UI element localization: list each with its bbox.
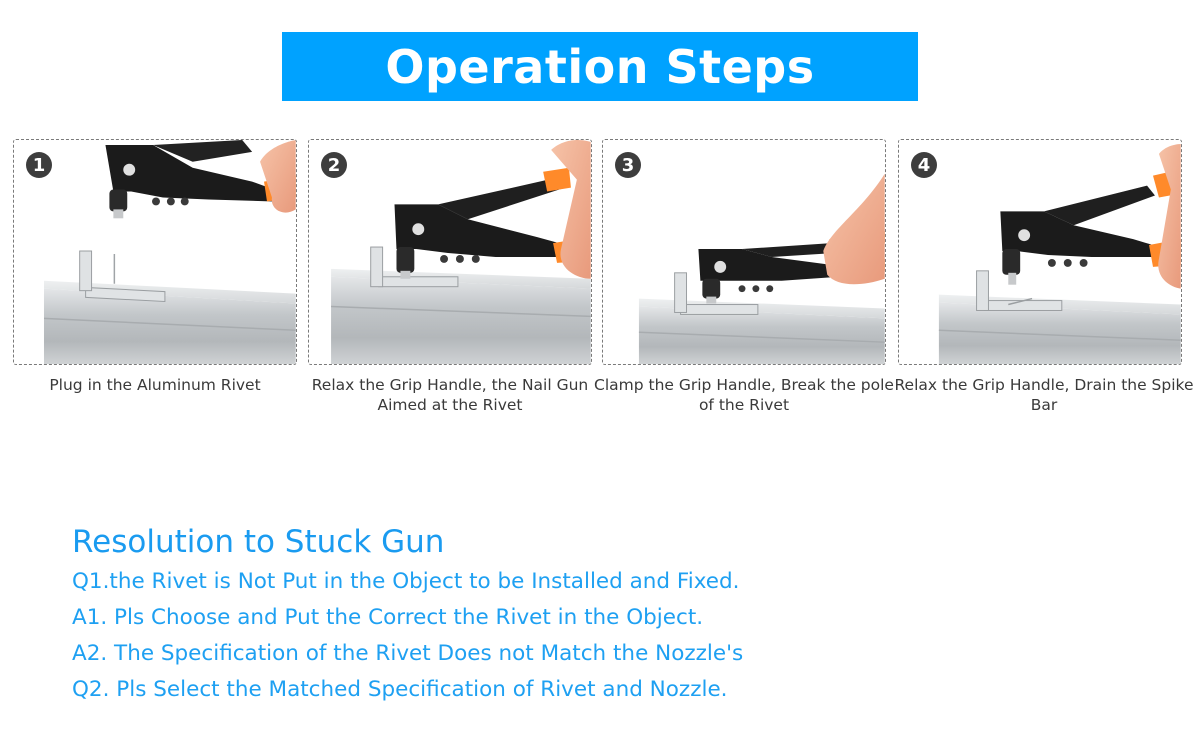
rivet-gun-illustration [638,173,885,364]
step-4-caption: Relax the Grip Handle, Drain the Spike B… [894,376,1194,414]
circled-number-4-icon: 4 [911,152,937,178]
title-banner: Operation Steps [282,32,918,101]
rivet-gun-illustration [331,140,591,364]
step-1-caption: Plug in the Aluminum Rivet [49,376,261,394]
circled-number-1-icon: 1 [26,152,52,178]
resolution-line-a2: A2. The Specification of the Rivet Does … [72,641,744,666]
resolution-heading: Resolution to Stuck Gun [72,524,445,560]
rivet-gun-illustration [43,140,296,364]
step-4-panel: 4 [898,139,1182,365]
circled-number-2-icon: 2 [321,152,347,178]
step-1-panel: 1 [13,139,297,365]
step-3-caption: Clamp the Grip Handle, Break the pole of… [594,376,894,414]
resolution-line-q1: Q1.the Rivet is Not Put in the Object to… [72,569,740,594]
step-2-caption: Relax the Grip Handle, the Nail Gun Aime… [311,376,589,414]
page-title: Operation Steps [385,39,815,94]
resolution-section: Resolution to Stuck Gun Q1.the Rivet is … [72,522,743,708]
circled-number-3-icon: 3 [615,152,641,178]
step-2-panel: 2 [308,139,592,365]
rivet-gun-illustration [938,143,1181,364]
resolution-line-a1: A1. Pls Choose and Put the Correct the R… [72,605,704,630]
step-3-panel: 3 [602,139,886,365]
resolution-line-q2: Q2. Pls Select the Matched Specification… [72,677,728,702]
